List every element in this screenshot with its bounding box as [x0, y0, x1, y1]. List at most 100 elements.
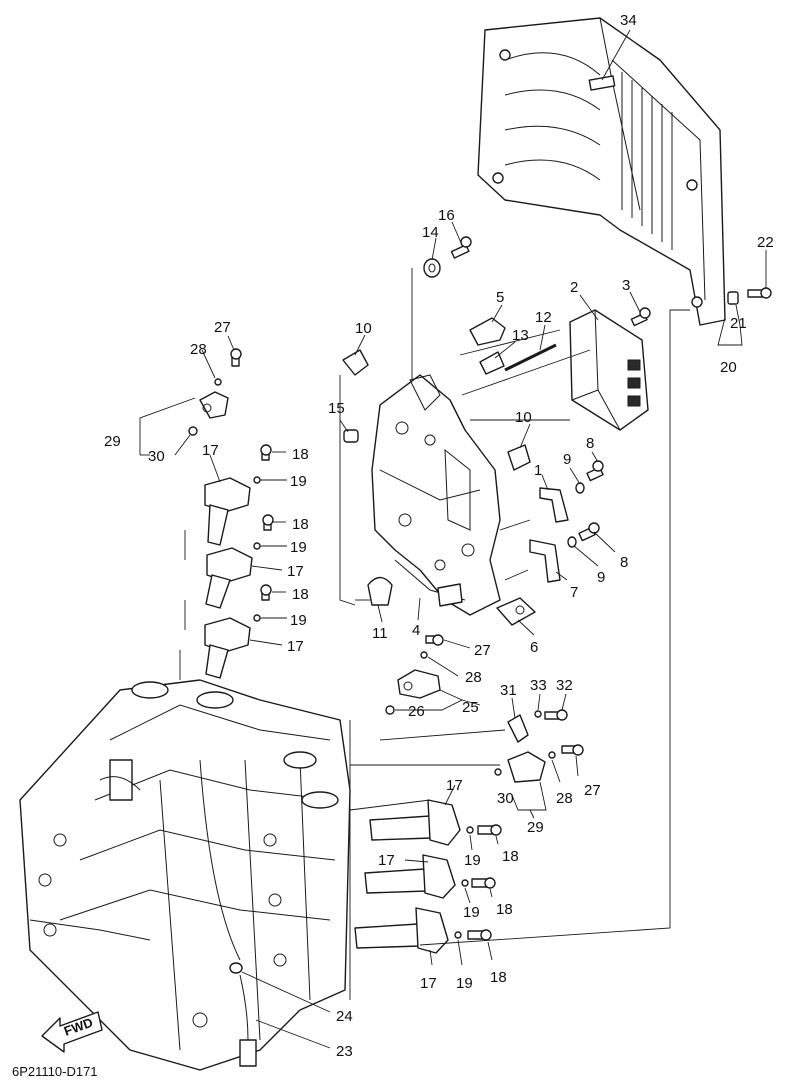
callout-11: 11	[372, 625, 388, 642]
callout-18-f: 18	[490, 969, 507, 986]
callout-13: 13	[512, 327, 529, 344]
washer-28-lower	[548, 751, 556, 759]
grommet-14	[423, 258, 441, 278]
clamp-13	[479, 351, 505, 375]
callout-18-e: 18	[496, 901, 513, 918]
callout-19-a: 19	[290, 473, 307, 490]
callout-16: 16	[438, 207, 455, 224]
callout-6: 6	[530, 639, 538, 656]
callout-30-upper: 30	[148, 448, 165, 465]
callout-28-mid: 28	[465, 669, 482, 686]
sensor-31	[507, 714, 529, 743]
callout-18-a: 18	[292, 446, 309, 463]
callout-17-e: 17	[378, 852, 395, 869]
callout-2: 2	[570, 279, 578, 296]
engine-block	[19, 679, 351, 1071]
bolt-16	[450, 236, 472, 259]
sensor-29-upper	[199, 391, 229, 419]
coil-17-d	[369, 799, 461, 846]
washer-9-lower	[567, 536, 577, 548]
bracket-4	[371, 374, 501, 616]
callout-18-b: 18	[292, 516, 309, 533]
coil-17-e	[364, 854, 456, 899]
coil-17-c	[204, 617, 251, 679]
callout-10-upper: 10	[355, 320, 372, 337]
callout-19-e: 19	[463, 904, 480, 921]
washer-19-c	[253, 614, 261, 622]
bolt-8-lower	[578, 522, 600, 542]
clamp-10-lower	[507, 444, 531, 471]
callout-21: 21	[730, 315, 747, 332]
washer-28-mid	[420, 651, 428, 659]
bolt-27-upper	[230, 348, 242, 367]
coil-17-f	[354, 907, 449, 954]
leader-lines	[139, 29, 767, 1049]
callout-20: 20	[720, 359, 737, 376]
harness-23	[239, 974, 257, 1067]
callout-27-lower: 27	[584, 782, 601, 799]
bolt-3	[630, 307, 651, 327]
o-ring-30-lower	[494, 768, 502, 776]
sensor-25	[397, 669, 441, 699]
clamp-5	[469, 317, 506, 346]
bolt-22	[747, 287, 772, 299]
callout-14: 14	[422, 224, 439, 241]
callout-24: 24	[336, 1008, 353, 1025]
washer-28-upper	[214, 378, 222, 386]
o-ring-30-upper	[188, 426, 198, 436]
callout-27-mid: 27	[474, 642, 491, 659]
catalog-code: 6P21110-D171	[12, 1064, 98, 1079]
bolt-18-a	[260, 444, 272, 461]
coil-17-a	[204, 477, 251, 546]
callout-19-d: 19	[464, 852, 481, 869]
callout-29-upper: 29	[104, 433, 121, 450]
forward-arrow-icon: FWD	[41, 1011, 103, 1053]
collar-15	[343, 429, 359, 443]
bolt-8-upper	[586, 460, 604, 482]
ecu-2	[569, 309, 649, 431]
connector-6	[496, 597, 536, 626]
callout-8-upper: 8	[586, 435, 594, 452]
washer-19-e	[461, 879, 469, 887]
callout-22: 22	[757, 234, 774, 251]
bolt-18-b	[262, 514, 274, 531]
cover-vent-slots	[621, 72, 673, 250]
callout-32: 32	[556, 677, 573, 694]
callout-3: 3	[622, 277, 630, 294]
washer-19-b	[253, 542, 261, 550]
callout-15: 15	[328, 400, 345, 417]
callout-34: 34	[620, 12, 637, 29]
callout-28-lower: 28	[556, 790, 573, 807]
callout-17-a: 17	[202, 442, 219, 459]
bracket-7	[529, 539, 561, 583]
bolt-32	[544, 709, 568, 721]
callout-9-upper: 9	[563, 451, 571, 468]
washer-19-d	[466, 826, 474, 834]
washer-19-f	[454, 931, 462, 939]
callout-1: 1	[534, 462, 542, 479]
clamp-10-upper	[342, 349, 369, 376]
callout-28-upper: 28	[190, 341, 207, 358]
callout-5: 5	[496, 289, 504, 306]
callout-23: 23	[336, 1043, 353, 1060]
callout-27-upper: 27	[214, 319, 231, 336]
callout-26: 26	[408, 703, 425, 720]
bolt-27-mid	[425, 634, 444, 646]
callout-labels: 34 22 21 20 2 3 5 12 13 14 16 10 15 10 8…	[104, 12, 774, 1060]
coil-17-b	[205, 547, 253, 609]
o-ring-26	[385, 705, 395, 715]
callout-10-lower: 10	[515, 409, 532, 426]
callout-9-lower: 9	[597, 569, 605, 586]
band-12	[504, 343, 557, 372]
washer-19-a	[253, 476, 261, 484]
callout-19-b: 19	[290, 539, 307, 556]
bracket-1	[539, 487, 569, 523]
callout-18-d: 18	[502, 848, 519, 865]
callout-19-f: 19	[456, 975, 473, 992]
sensor-29-lower	[507, 751, 546, 783]
bolt-18-c	[260, 584, 272, 601]
callout-8-lower: 8	[620, 554, 628, 571]
callout-17-b: 17	[287, 563, 304, 580]
callout-30-lower: 30	[497, 790, 514, 807]
clamp-11	[367, 576, 393, 606]
